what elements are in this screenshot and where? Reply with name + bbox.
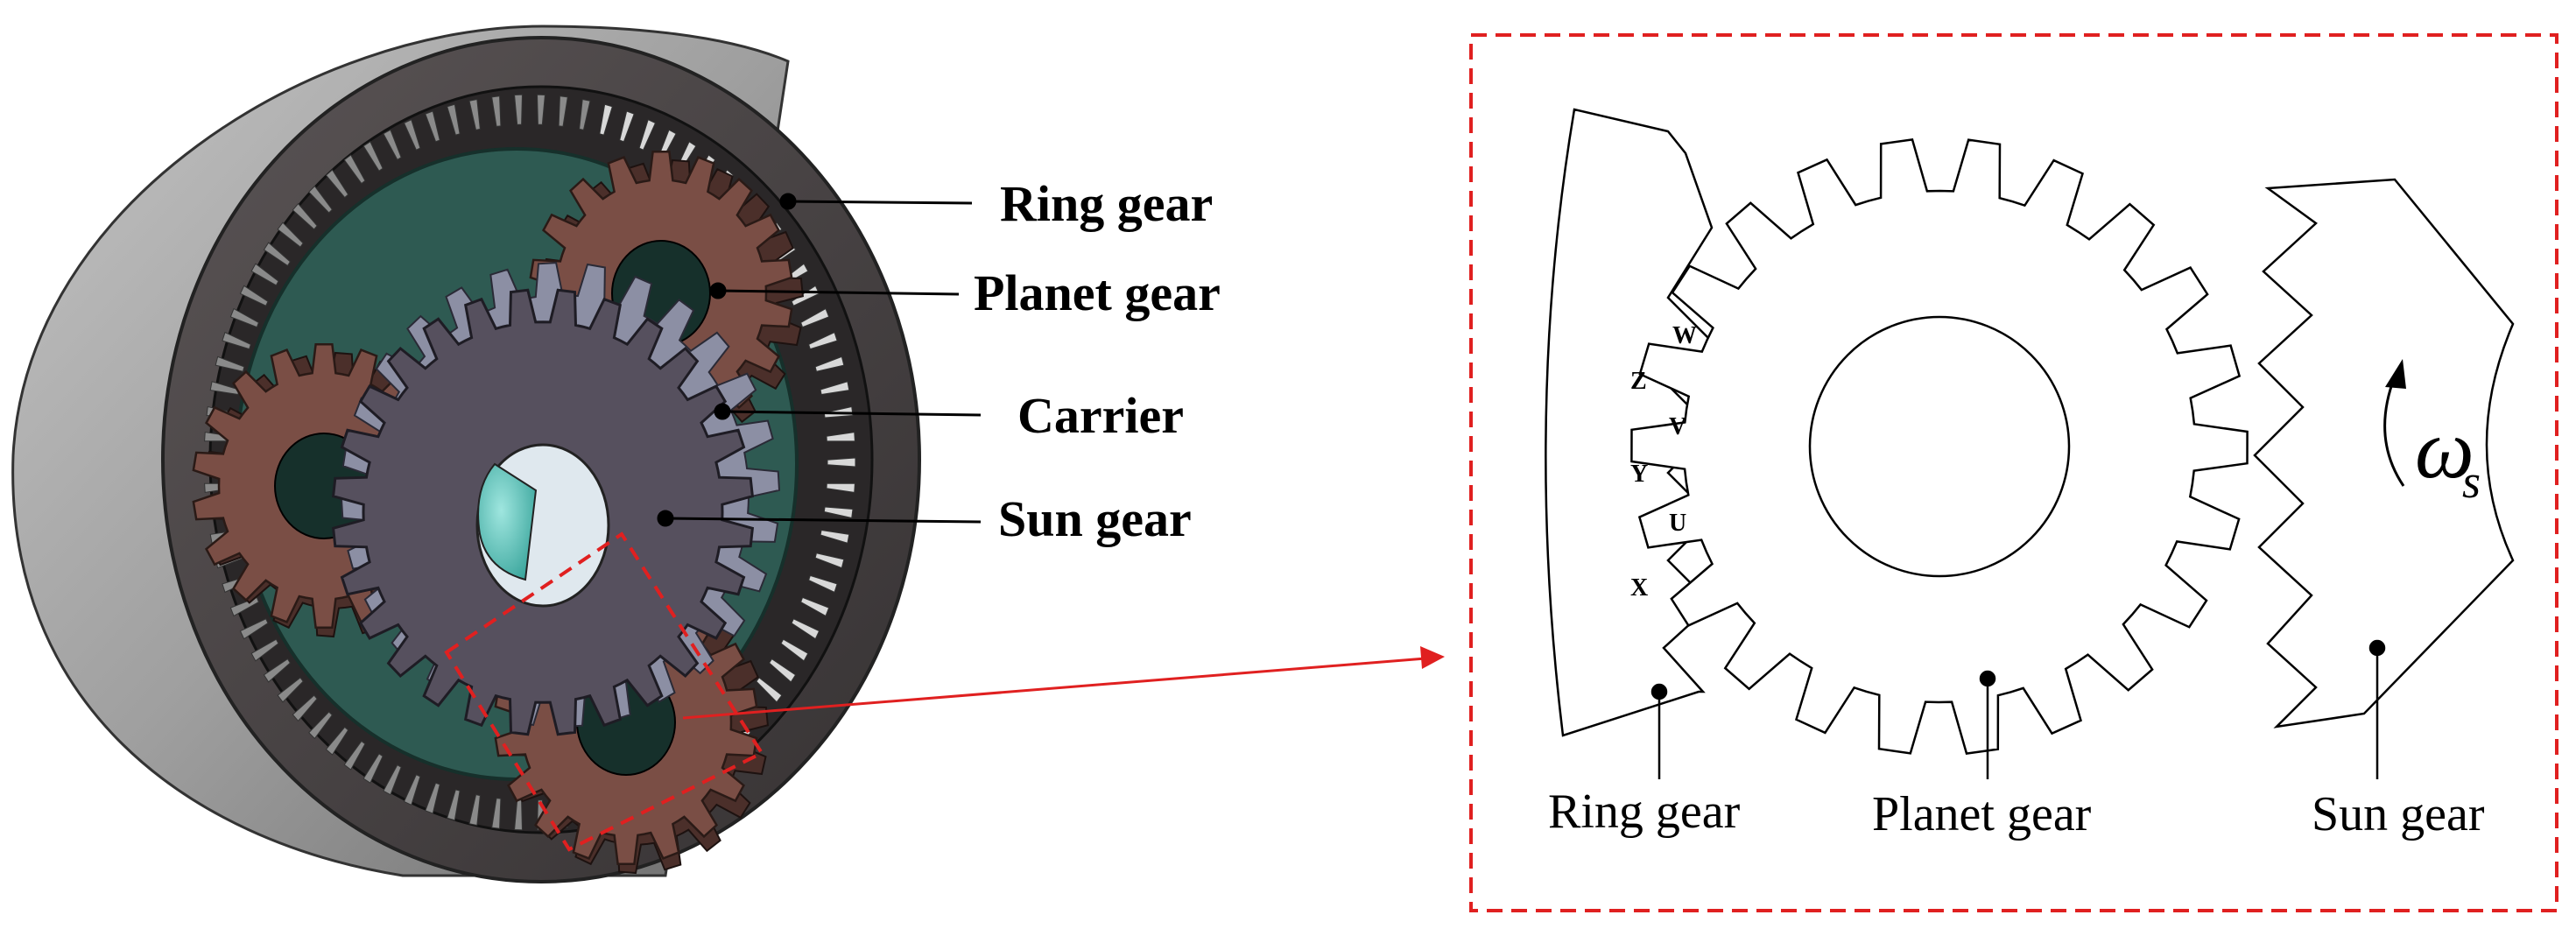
ring-tooth <box>820 381 850 396</box>
contact-point-w: W <box>1672 322 1697 349</box>
gearbox-3d-view <box>11 25 982 883</box>
ring-tooth <box>325 726 349 756</box>
ring-tooth <box>263 242 292 267</box>
contact-point-u: U <box>1669 510 1686 537</box>
ring-tooth <box>826 432 855 442</box>
ring-tooth <box>808 331 838 350</box>
ring-tooth <box>814 552 845 569</box>
left-leaders <box>657 193 982 527</box>
ring-tooth <box>250 263 279 286</box>
right-leaders <box>1650 639 2386 779</box>
label-sun-gear-detail: Sun gear <box>2312 787 2485 841</box>
contact-point-v: V <box>1669 413 1686 440</box>
ring-tooth <box>579 98 591 130</box>
ring-tooth <box>468 794 481 827</box>
ring-tooth <box>425 110 440 143</box>
label-carrier: Carrier <box>1017 387 1184 444</box>
ring-tooth <box>820 529 850 544</box>
ring-tooth <box>403 774 421 806</box>
ring-tooth <box>756 677 783 703</box>
contact-point-x: X <box>1630 574 1648 602</box>
ring-tooth <box>514 94 523 125</box>
ring-tooth <box>250 638 279 662</box>
ring-tooth <box>491 798 502 829</box>
ring-tooth <box>383 764 402 796</box>
ring-tooth <box>229 596 260 617</box>
ring-tooth <box>292 694 318 722</box>
rotation-arrowhead <box>2385 359 2406 389</box>
ring-tooth <box>799 596 830 617</box>
ring-tooth <box>537 94 545 125</box>
omega-symbol: ω <box>2415 402 2474 496</box>
rotation-arrow <box>2383 376 2405 487</box>
ring-tooth <box>826 482 855 493</box>
label-ring-gear-detail: Ring gear <box>1548 785 1741 839</box>
ring-tooth <box>823 506 854 519</box>
ring-tooth <box>491 95 502 127</box>
ring-tooth <box>343 154 366 185</box>
contact-point-y: Y <box>1630 461 1648 488</box>
label-planet-gear-detail: Planet gear <box>1872 787 2092 841</box>
ring-tooth <box>791 618 820 640</box>
ring-tooth <box>808 574 838 594</box>
ring-tooth <box>468 98 481 130</box>
ring-tooth <box>799 307 830 328</box>
ring-tooth <box>619 110 635 143</box>
ring-tooth <box>277 677 304 703</box>
ring-tooth <box>229 307 260 328</box>
ring-tooth <box>827 457 856 468</box>
ring-tooth <box>239 618 269 640</box>
ring-tooth <box>638 119 657 151</box>
ring-tooth <box>308 711 333 740</box>
label-sun-gear: Sun gear <box>998 490 1192 547</box>
sun-gear-segment <box>2253 178 2515 728</box>
ring-tooth <box>263 658 292 683</box>
omega-subscript: s <box>2462 455 2481 508</box>
planet-gear-bore <box>1808 315 2071 578</box>
ring-tooth <box>292 202 318 230</box>
ring-tooth <box>403 119 421 151</box>
ring-tooth <box>308 185 333 214</box>
ring-tooth <box>362 753 384 784</box>
label-ring-gear: Ring gear <box>1000 175 1213 232</box>
label-planet-gear: Planet gear <box>974 264 1221 321</box>
detail-region-3d <box>444 531 764 852</box>
ring-tooth <box>362 141 384 172</box>
ring-tooth <box>814 355 845 372</box>
ring-tooth <box>383 129 402 160</box>
ring-tooth <box>425 782 440 814</box>
ring-tooth <box>215 355 245 372</box>
ring-tooth <box>599 103 613 136</box>
ring-tooth <box>447 789 461 821</box>
ring-tooth <box>343 740 366 771</box>
contact-point-z: Z <box>1630 368 1647 395</box>
shaft-keyway <box>477 462 538 581</box>
ring-tooth <box>447 103 461 136</box>
ring-tooth <box>277 222 304 248</box>
ring-tooth <box>239 285 269 306</box>
ring-tooth <box>325 169 349 199</box>
ring-tooth <box>780 638 809 662</box>
detail-arrow <box>682 646 1445 720</box>
ring-tooth <box>558 95 568 127</box>
ring-tooth <box>768 658 797 683</box>
ring-tooth <box>222 331 251 350</box>
